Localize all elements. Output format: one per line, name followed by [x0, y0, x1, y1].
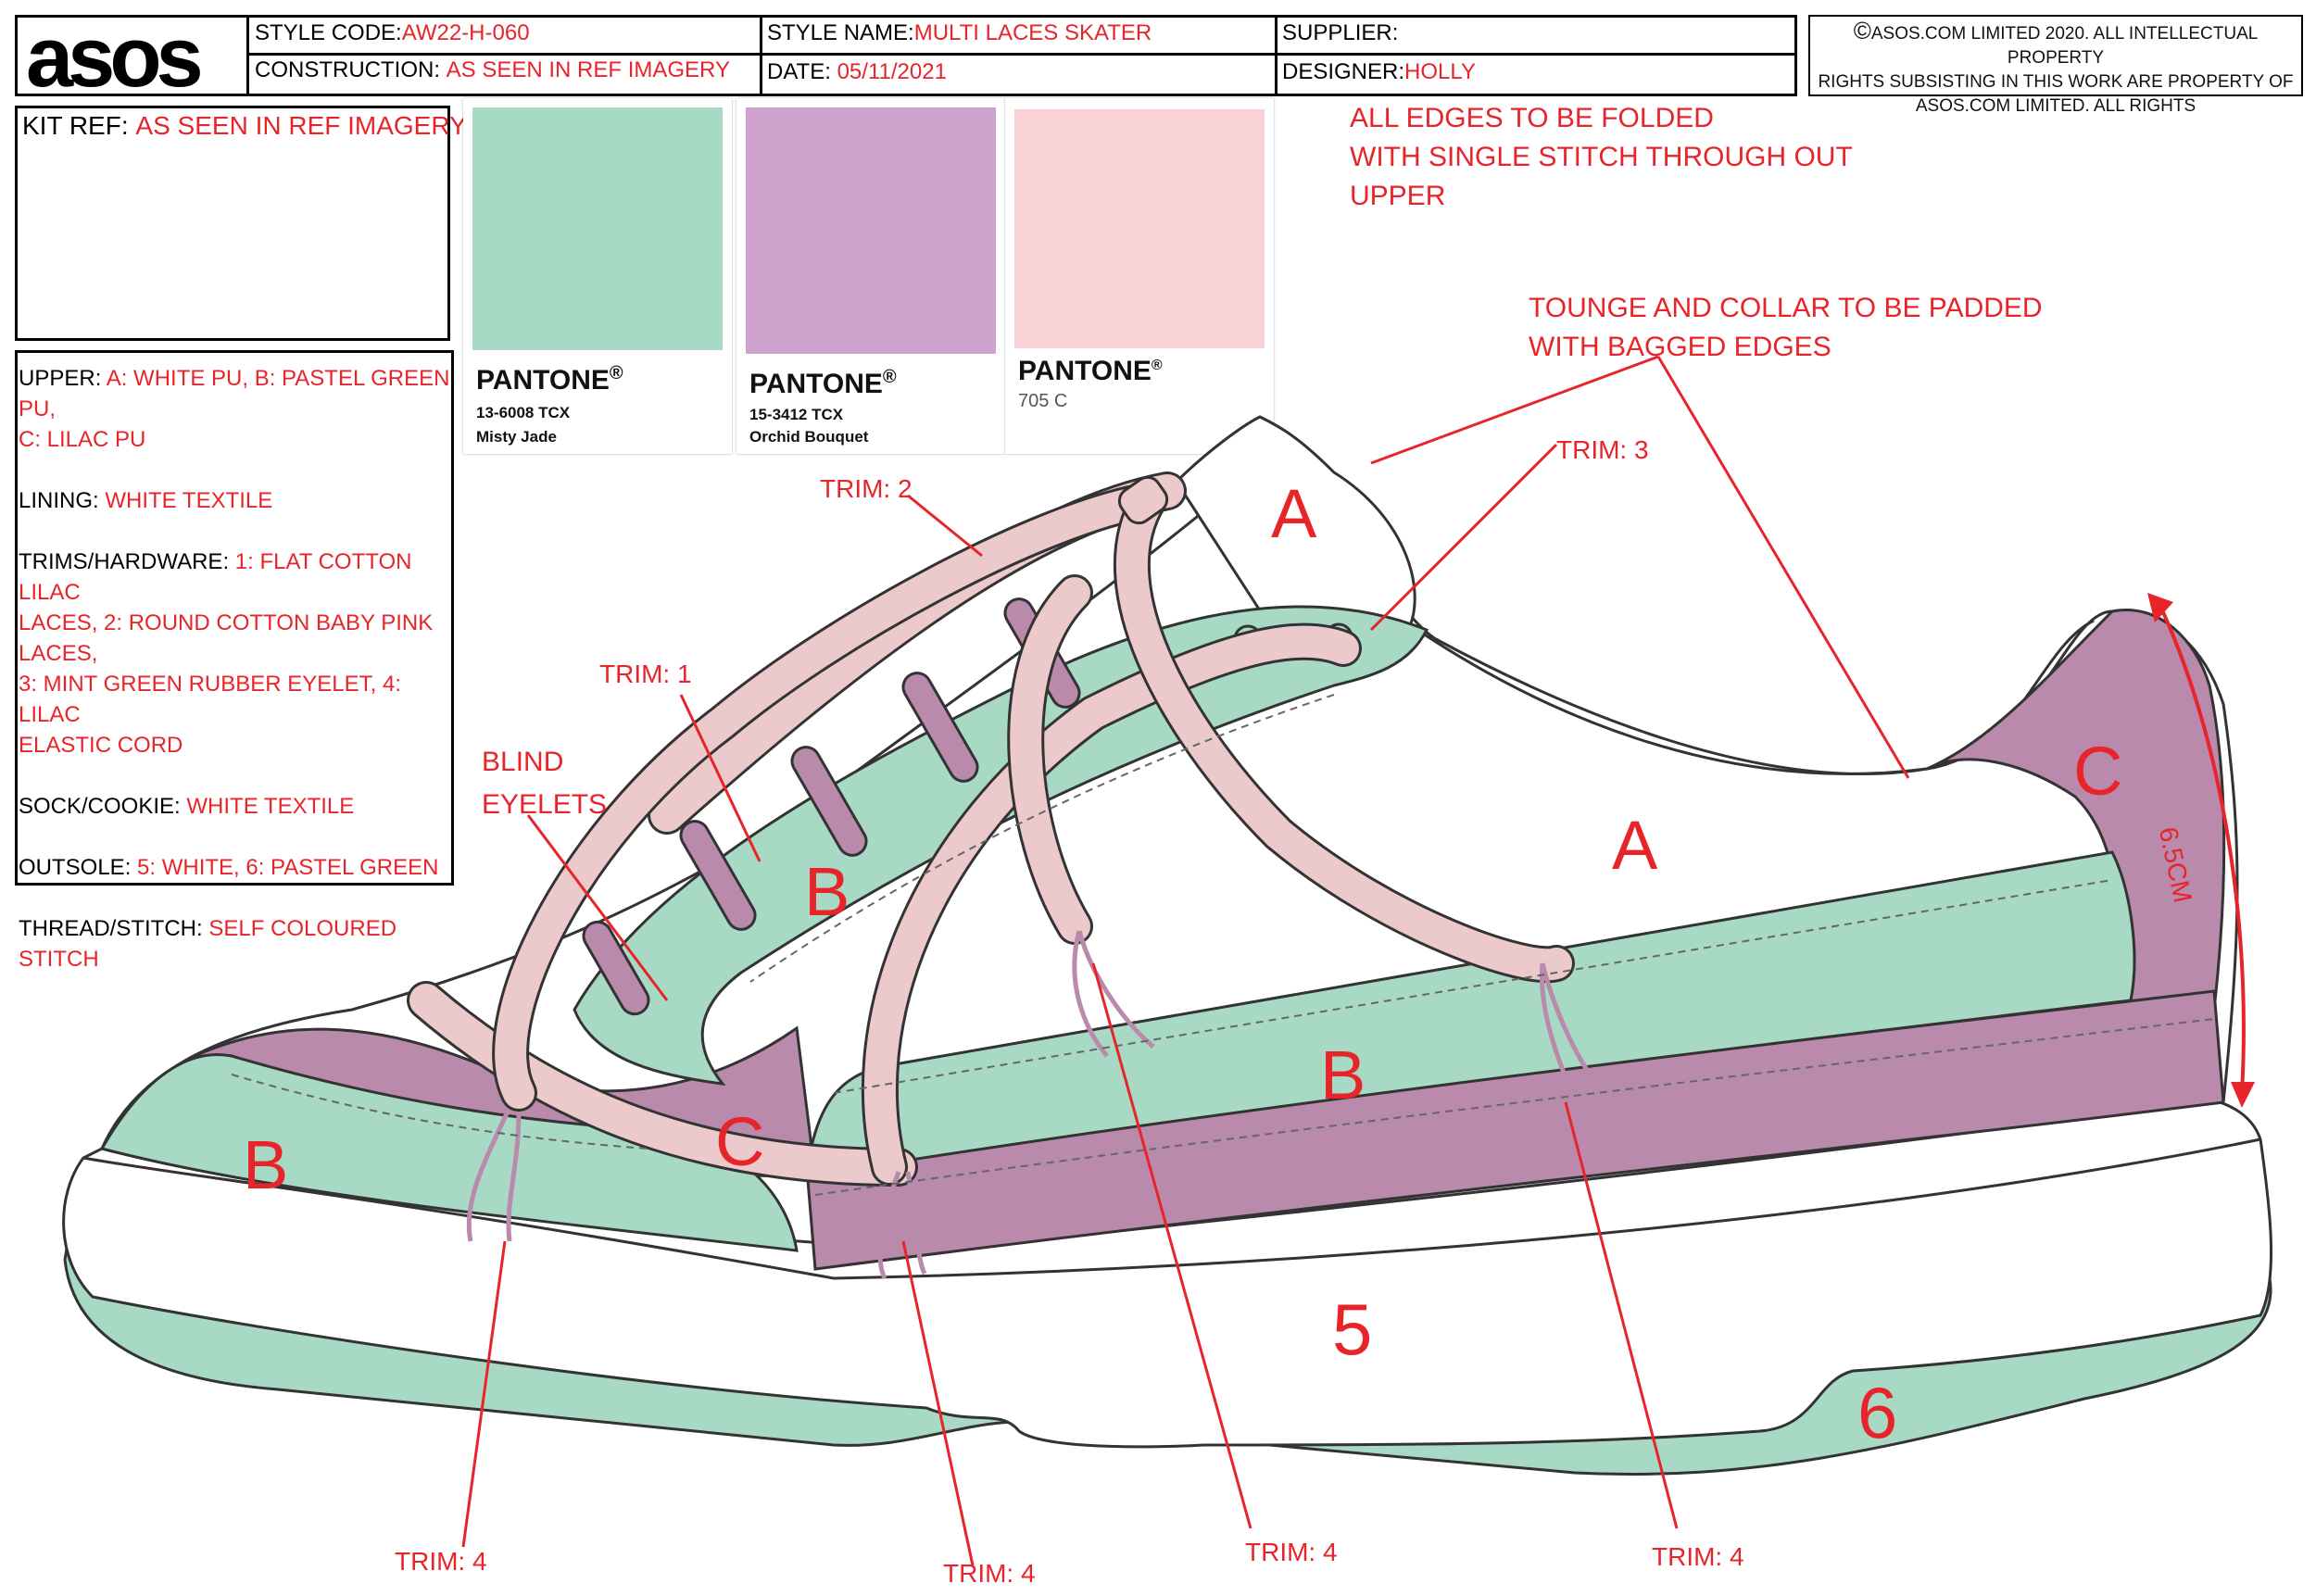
stitch-lines — [231, 694, 2215, 1196]
swatch-color-chip — [472, 107, 723, 350]
zone-a-tongue: A — [1271, 475, 1317, 552]
swatch-code: 13-6008 TCX — [476, 404, 571, 421]
trim-4-label-1: TRIM: 4 — [395, 1547, 487, 1576]
spec-list: UPPER: A: WHITE PU, B: PASTEL GREEN PU, … — [19, 363, 463, 1005]
zone-outsole-white: 5 — [1332, 1288, 1373, 1370]
spec-outsole: OUTSOLE: 5: WHITE, 6: PASTEL GREEN — [19, 855, 439, 880]
trim-1-label: TRIM: 1 — [599, 660, 692, 688]
swatch-code: 705 C — [1018, 391, 1068, 411]
spec-upper: UPPER: A: WHITE PU, B: PASTEL GREEN PU, … — [19, 366, 450, 452]
header-bar — [15, 15, 1797, 96]
lace-panel-b — [573, 605, 1429, 1086]
outsole-rim — [82, 1137, 2261, 1280]
construction-value: AS SEEN IN REF IMAGERY — [446, 57, 730, 82]
kit-ref-field: KIT REF: AS SEEN IN REF IMAGERY — [22, 111, 467, 141]
swatch-code: 15-3412 TCX — [749, 406, 844, 423]
style-code-value: AW22-H-060 — [401, 20, 530, 45]
kit-ref-value: AS SEEN IN REF IMAGERY — [135, 111, 467, 140]
trim-4-label-4: TRIM: 4 — [1652, 1542, 1744, 1571]
kit-ref-label: KIT REF: — [22, 111, 129, 140]
date-field: DATE: 05/11/2021 — [767, 61, 947, 83]
swatch-color-chip — [746, 107, 996, 354]
spec-thread: THREAD/STITCH: SELF COLOURED STITCH — [19, 916, 397, 972]
spec-box — [15, 350, 454, 886]
zone-b-lace: B — [804, 853, 850, 930]
copyright-symbol: © — [1853, 17, 1871, 44]
elastic-cords — [466, 930, 1614, 1280]
laces — [407, 471, 1575, 1187]
swatch-color-chip — [1014, 109, 1265, 348]
supplier-field: SUPPLIER: — [1282, 22, 1398, 44]
header-col-divider-1 — [760, 15, 762, 96]
copyright-box — [1808, 15, 2303, 96]
trim-2-label: TRIM: 2 — [820, 474, 913, 503]
copyright-line-3: ASOS.COM LIMITED. ALL RIGHTS — [1915, 96, 2196, 116]
trim-4-label-3: TRIM: 4 — [1245, 1538, 1338, 1566]
header-col-divider-2 — [1275, 15, 1278, 96]
zone-c-heel: C — [2073, 733, 2123, 810]
header-row-divider — [249, 53, 1797, 56]
designer-label: DESIGNER: — [1282, 59, 1405, 84]
trim-3-label: TRIM: 3 — [1556, 435, 1649, 464]
kit-ref-box — [15, 106, 450, 341]
edges-note: ALL EDGES TO BE FOLDED WITH SINGLE STITC… — [1350, 103, 1853, 211]
swatch-name: Misty Jade — [476, 428, 557, 446]
swatch-brand: PANTONE® — [476, 363, 623, 396]
style-code-field: STYLE CODE:AW22-H-060 — [255, 22, 530, 44]
measure-arrow — [2157, 601, 2246, 1094]
spec-trims: TRIMS/HARDWARE: 1: FLAT COTTON LILAC LAC… — [19, 549, 434, 758]
zone-c-toe: C — [715, 1103, 765, 1180]
swatch-705c: PANTONE® 705 C — [1005, 98, 1274, 454]
swatch-orchid-bouquet: PANTONE® 15-3412 TCX Orchid Bouquet — [736, 98, 1005, 454]
zone-a-side: A — [1612, 807, 1658, 884]
copyright-line-1: ©ASOS.COM LIMITED 2020. ALL INTELLECTUAL… — [1853, 17, 2259, 68]
zone-outsole-green: 6 — [1857, 1372, 1898, 1453]
date-value: 05/11/2021 — [837, 59, 947, 84]
date-label: DATE: — [767, 59, 831, 84]
collar-line — [1416, 619, 2095, 775]
asos-logo: asos — [26, 10, 204, 105]
supplier-label: SUPPLIER: — [1282, 20, 1399, 45]
style-name-field: STYLE NAME:MULTI LACES SKATER — [767, 22, 1152, 44]
tongue-note: TOUNGE AND COLLAR TO BE PADDED WITH BAGG… — [1529, 293, 2043, 362]
construction-label: CONSTRUCTION: — [255, 57, 440, 82]
spec-sock: SOCK/COOKIE: WHITE TEXTILE — [19, 794, 355, 819]
style-code-label: STYLE CODE: — [255, 20, 402, 45]
side-panel-b — [804, 850, 2136, 1178]
logo-cell — [15, 15, 249, 96]
swatch-brand: PANTONE® — [749, 367, 897, 399]
style-name-label: STYLE NAME: — [767, 20, 914, 45]
leader-lines — [461, 355, 1910, 1566]
copyright-text: ©ASOS.COM LIMITED 2020. ALL INTELLECTUAL… — [1812, 19, 2299, 119]
swatch-misty-jade: PANTONE® 13-6008 TCX Misty Jade — [463, 98, 732, 454]
swatch-name: Orchid Bouquet — [749, 428, 869, 446]
zone-b-toe: B — [243, 1126, 289, 1203]
designer-value: HOLLY — [1404, 59, 1476, 84]
spec-lining: LINING: WHITE TEXTILE — [19, 488, 273, 513]
zone-b-side: B — [1320, 1037, 1366, 1113]
style-name-value: MULTI LACES SKATER — [913, 20, 1152, 45]
blind-eyelets-label: BLIND EYELETS — [482, 747, 608, 820]
trim-4-label-2: TRIM: 4 — [943, 1559, 1036, 1588]
lace-aglet — [1117, 475, 1169, 525]
copyright-line-2: RIGHTS SUBSISTING IN THIS WORK ARE PROPE… — [1818, 72, 2294, 92]
measure-arrowheads — [2147, 593, 2255, 1108]
construction-field: CONSTRUCTION: AS SEEN IN REF IMAGERY — [255, 59, 730, 82]
swatch-brand: PANTONE® — [1018, 356, 1163, 386]
designer-field: DESIGNER:HOLLY — [1282, 61, 1476, 83]
